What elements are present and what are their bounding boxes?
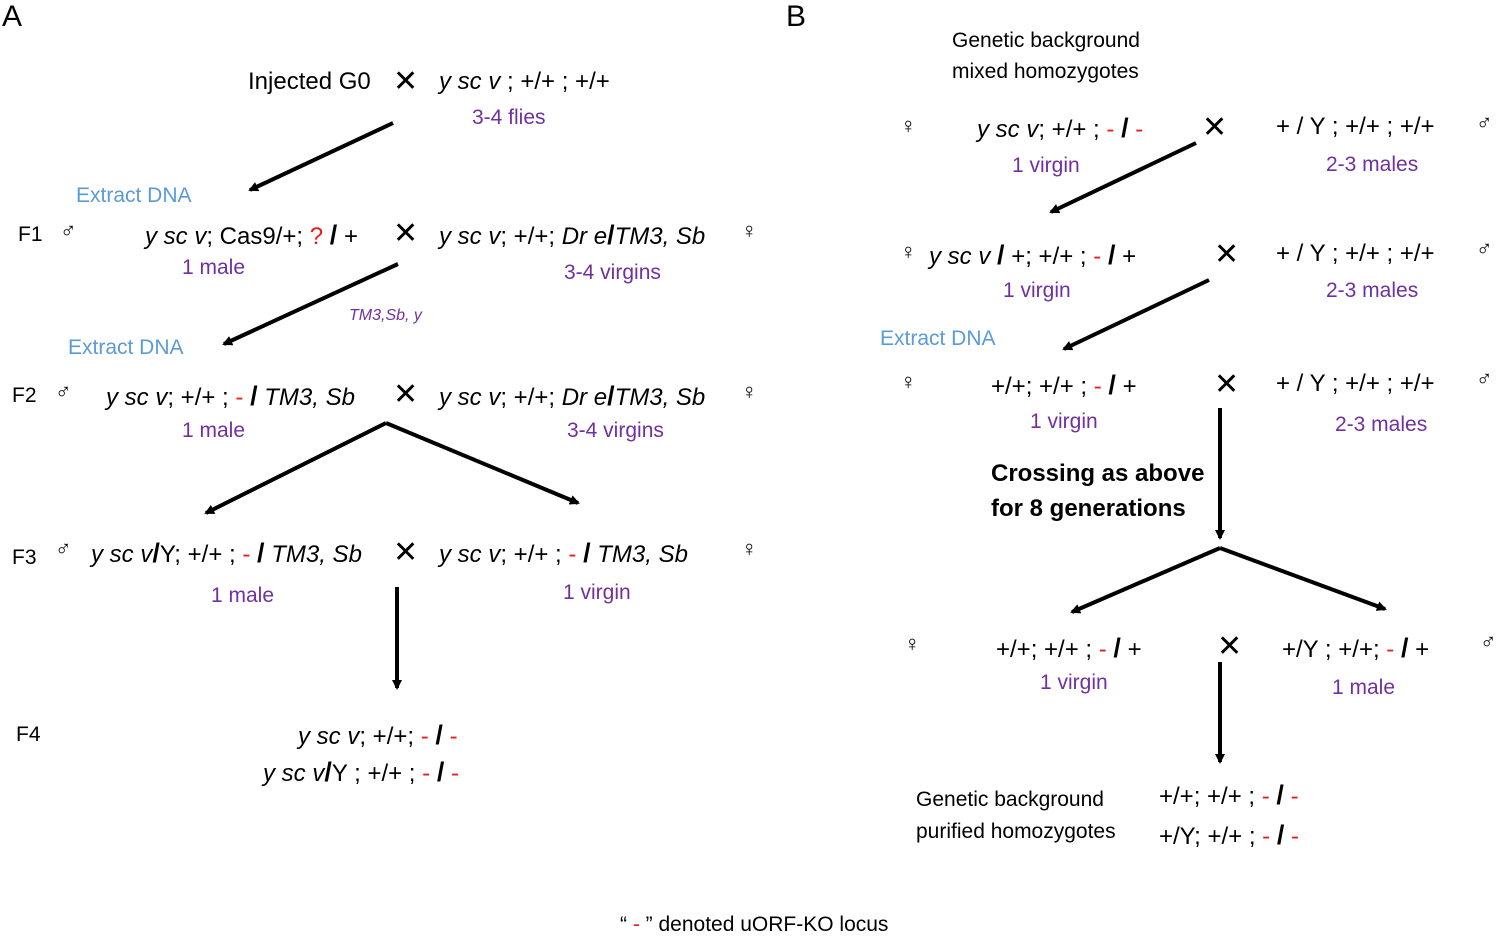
male-symbol: ♂ — [60, 218, 77, 243]
cross-symbol: ✕ — [1214, 368, 1240, 401]
f2-female-count: 3-4 virgins — [567, 419, 664, 442]
b-final-genotype-female: +/+; +/+ ; - / - — [1159, 780, 1299, 810]
b-r1-male-genotype: + / Y ; +/+ ; +/+ — [1276, 113, 1435, 140]
panel-label-b: B — [786, 0, 807, 33]
background-title-line2: mixed homozygotes — [952, 60, 1139, 83]
b-r1-female-genotype: y sc v; +/+ ; - / - — [977, 113, 1144, 143]
b-r3-female-genotype: +/+; +/+ ; - / + — [991, 370, 1137, 400]
b-final-genotype-male: +/Y; +/+ ; - / - — [1159, 820, 1300, 850]
generation-label-f1: F1 — [18, 223, 43, 246]
selection-note: TM3,Sb, y — [349, 307, 422, 324]
purified-title-line2: purified homozygotes — [916, 820, 1116, 843]
b-r2-female-count: 1 virgin — [1003, 279, 1071, 302]
arrow-f2-f3-left — [204, 421, 387, 515]
b-r4-female-count: 1 virgin — [1040, 671, 1108, 694]
cross-symbol: ✕ — [393, 378, 419, 411]
b-r4-male-genotype: +/Y ; +/+; - / + — [1282, 633, 1430, 663]
b-r3-female-count: 1 virgin — [1030, 410, 1098, 433]
f2-male-genotype: y sc v; +/+ ; - / TM3, Sb — [106, 381, 355, 411]
f3-male-genotype: y sc v/Y; +/+ ; - / TM3, Sb — [91, 538, 362, 568]
footnote: “ - ” denoted uORF-KO locus — [620, 913, 889, 936]
arrow-b-split-left — [1070, 546, 1221, 614]
female-symbol: ♀ — [900, 369, 917, 394]
male-symbol: ♂ — [1476, 110, 1493, 135]
arrow-g0-f1 — [248, 121, 394, 192]
f1-male-genotype: y sc v; Cas9/+; ? / + — [145, 220, 358, 250]
extract-dna-label: Extract DNA — [68, 336, 184, 359]
f4-genotype-male: y sc v/Y ; +/+ ; - / - — [263, 757, 459, 787]
male-symbol: ♂ — [1476, 236, 1493, 261]
female-symbol: ♀ — [900, 113, 917, 138]
cross-symbol: ✕ — [1202, 111, 1228, 144]
crossing-note-line2: for 8 generations — [991, 495, 1186, 522]
cross-symbol: ✕ — [393, 217, 419, 250]
b-r2-female-genotype: y sc v / +; +/+ ; - / + — [929, 240, 1137, 270]
panel-label-a: A — [2, 0, 23, 33]
extract-dna-label: Extract DNA — [76, 184, 192, 207]
arrow-f2-f3-right — [385, 421, 580, 505]
female-symbol: ♀ — [900, 239, 917, 264]
b-r2-male-genotype: + / Y ; +/+ ; +/+ — [1276, 240, 1435, 267]
cross-symbol: ✕ — [393, 65, 419, 98]
f2-male-count: 1 male — [182, 419, 246, 442]
g0-count: 3-4 flies — [472, 106, 546, 129]
cross-symbol: ✕ — [1217, 630, 1243, 663]
female-symbol: ♀ — [741, 536, 758, 561]
arrow-f1-f2 — [222, 262, 399, 346]
g0-label: Injected G0 — [248, 68, 371, 95]
crossing-note-line1: Crossing as above — [991, 460, 1205, 487]
b-r1-male-count: 2-3 males — [1326, 153, 1419, 176]
male-symbol: ♂ — [1476, 366, 1493, 391]
f1-female-genotype: y sc v; +/+; Dr e/TM3, Sb — [439, 220, 706, 250]
female-symbol: ♀ — [741, 218, 758, 243]
arrow-b-r1-r2 — [1049, 141, 1197, 214]
generation-label-f2: F2 — [12, 384, 37, 407]
background-title-line1: Genetic background — [952, 29, 1140, 52]
b-r3-male-count: 2-3 males — [1335, 413, 1428, 436]
purified-title-line1: Genetic background — [916, 788, 1104, 811]
male-symbol: ♂ — [55, 379, 72, 404]
f3-female-genotype: y sc v; +/+ ; - / TM3, Sb — [439, 538, 688, 568]
female-symbol: ♀ — [904, 631, 921, 656]
f3-male-count: 1 male — [211, 584, 275, 607]
arrow-b-split-right — [1219, 546, 1387, 611]
f4-genotype-female: y sc v; +/+; - / - — [298, 720, 458, 750]
g0-partner-genotype: y sc v ; +/+ ; +/+ — [439, 68, 610, 95]
b-r1-female-count: 1 virgin — [1012, 154, 1080, 177]
cross-symbol: ✕ — [1214, 238, 1240, 271]
b-r2-male-count: 2-3 males — [1326, 279, 1419, 302]
cross-symbol: ✕ — [393, 536, 419, 569]
f1-male-count: 1 male — [182, 256, 246, 279]
generation-label-f3: F3 — [12, 546, 37, 569]
f3-female-count: 1 virgin — [563, 581, 631, 604]
f2-female-genotype: y sc v; +/+; Dr e/TM3, Sb — [439, 381, 706, 411]
b-r3-male-genotype: + / Y ; +/+ ; +/+ — [1276, 370, 1435, 397]
female-symbol: ♀ — [741, 379, 758, 404]
arrow-b-r2-r3 — [1062, 278, 1210, 351]
b-r4-male-count: 1 male — [1332, 676, 1396, 699]
male-symbol: ♂ — [55, 536, 72, 561]
f1-female-count: 3-4 virgins — [564, 261, 661, 284]
extract-dna-label: Extract DNA — [880, 327, 996, 350]
b-r4-female-genotype: +/+; +/+ ; - / + — [996, 633, 1142, 663]
generation-label-f4: F4 — [16, 723, 41, 746]
male-symbol: ♂ — [1480, 629, 1497, 654]
